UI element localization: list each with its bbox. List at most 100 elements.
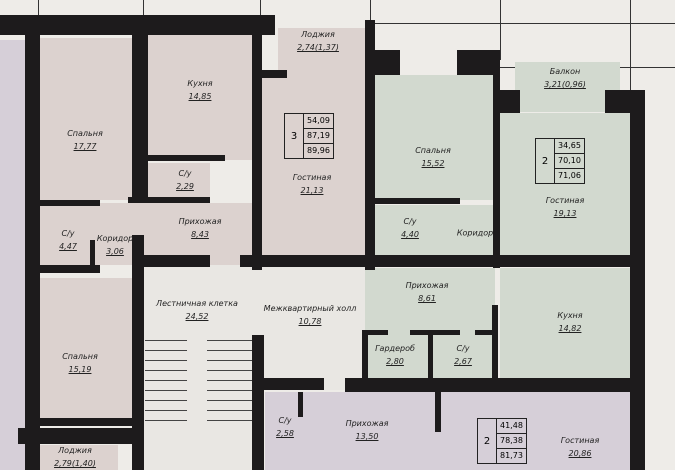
wall <box>252 15 262 270</box>
axis-line <box>500 0 501 60</box>
stair-step <box>145 360 187 361</box>
wall <box>435 392 441 432</box>
stair-step <box>145 410 187 411</box>
stair-step <box>145 420 187 421</box>
wall <box>90 240 95 270</box>
wall <box>457 50 500 75</box>
stair-step <box>207 400 252 401</box>
apartment-room-count: 3 <box>285 114 304 158</box>
stair-step <box>145 350 187 351</box>
wall <box>132 235 144 470</box>
stair-step <box>207 420 252 421</box>
apartment-room-count: 2 <box>536 139 555 183</box>
stair-step <box>145 400 187 401</box>
wall <box>492 305 498 380</box>
neighbor-room <box>0 40 25 470</box>
wall <box>25 15 40 470</box>
room-bedroom-a <box>40 38 135 200</box>
wall <box>493 50 500 268</box>
room-stairwell <box>140 265 255 470</box>
apartment-value: 54,09 <box>304 114 333 129</box>
room-wc-a <box>148 163 210 198</box>
wall <box>410 330 460 335</box>
wall <box>375 198 460 204</box>
wall <box>368 330 388 335</box>
stair-step <box>207 370 252 371</box>
wall <box>18 428 133 444</box>
wall <box>362 330 368 380</box>
room-interhall <box>255 265 365 390</box>
wall <box>262 70 287 78</box>
room-wc-g <box>375 205 495 255</box>
room-living-g <box>500 113 630 255</box>
wall <box>365 20 375 270</box>
stair-step <box>145 340 187 341</box>
apartment-value: 70,10 <box>555 154 584 169</box>
wall <box>35 418 135 426</box>
axis-line <box>375 23 675 24</box>
wall <box>252 335 264 470</box>
stair-step <box>145 370 187 371</box>
apartment-value: 81,73 <box>500 451 523 460</box>
label-corridor-g: Коридор <box>456 228 494 238</box>
wall <box>264 378 324 390</box>
stair-step <box>145 390 187 391</box>
room-loggia-c <box>30 445 118 470</box>
wall <box>345 378 645 392</box>
wall <box>630 90 645 470</box>
wall <box>148 155 225 161</box>
room-living-a <box>260 78 365 255</box>
room-hall-a <box>40 203 255 265</box>
apartment-room-count: 2 <box>478 419 497 463</box>
wall <box>428 335 433 380</box>
stair-step <box>207 380 252 381</box>
wall <box>40 200 100 206</box>
room-bedroom-g <box>375 75 493 200</box>
stair-step <box>207 410 252 411</box>
wall <box>132 15 148 200</box>
axis-line <box>630 0 631 90</box>
stair-step <box>207 390 252 391</box>
apartment-value: 87,19 <box>304 129 333 144</box>
wall <box>40 265 100 273</box>
wall <box>475 330 495 335</box>
apartment-value: 89,96 <box>307 146 330 155</box>
stair-step <box>207 340 252 341</box>
apartment-value: 78,38 <box>497 434 526 449</box>
wall <box>500 90 520 113</box>
room-apartment-bottom <box>265 392 630 470</box>
apartment-value: 71,06 <box>558 171 581 180</box>
room-loggia-a <box>278 28 370 78</box>
stair-step <box>207 360 252 361</box>
apartment-value: 34,65 <box>555 139 584 154</box>
stair-step <box>145 380 187 381</box>
stair-step <box>207 350 252 351</box>
room-bedroom-c <box>35 278 132 418</box>
room-kitchen-a <box>148 35 252 160</box>
